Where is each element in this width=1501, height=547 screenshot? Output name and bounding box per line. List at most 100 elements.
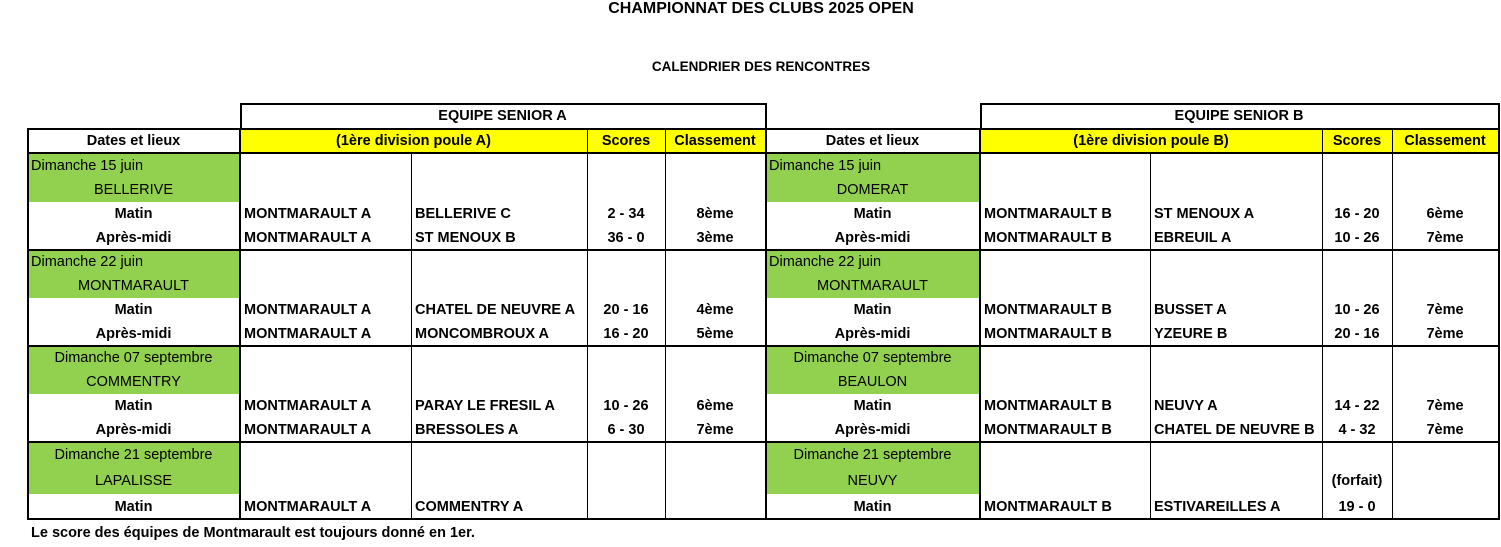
match-score: 10 - 26: [603, 398, 649, 414]
border: [765, 249, 1500, 251]
match-away-team: CHATEL DE NEUVRE B: [1154, 422, 1315, 438]
match-rank: [665, 494, 765, 519]
day-date: Dimanche 21 septembre: [765, 442, 980, 468]
match-away-team: EBREUIL A: [1154, 230, 1232, 246]
border: [980, 103, 982, 128]
match-home-team: MONTMARAULT A: [244, 498, 372, 515]
match-rank: 6ème: [696, 398, 734, 414]
day-place: LAPALISSE: [27, 468, 240, 494]
border: [27, 128, 767, 130]
match-rank: 3ème: [696, 230, 734, 246]
footnote: Le score des équipes de Montmarault est …: [31, 525, 475, 541]
match-home-team: MONTMARAULT A: [244, 302, 372, 318]
match-slot: Matin: [853, 398, 892, 414]
match-home-team: MONTMARAULT B: [984, 326, 1112, 342]
border: [1150, 153, 1151, 519]
match-slot: Matin: [114, 302, 153, 318]
day-place: BEAULON: [765, 370, 980, 394]
match-score: 20 - 16: [603, 302, 649, 318]
match-home-team: MONTMARAULT B: [984, 498, 1112, 515]
match-slot: Après-midi: [834, 230, 911, 246]
match-home-team: MONTMARAULT A: [244, 206, 372, 222]
day-place: NEUVY: [765, 468, 980, 494]
border: [27, 518, 767, 520]
border: [765, 518, 1500, 520]
match-rank: 7ème: [1426, 230, 1464, 246]
match-score: 19 - 0: [1338, 498, 1376, 515]
border: [1392, 128, 1393, 519]
match-rank: 7ème: [1426, 422, 1464, 438]
border: [665, 128, 666, 519]
match-slot: Matin: [853, 302, 892, 318]
match-slot: Matin: [853, 498, 892, 515]
border: [1322, 128, 1323, 519]
match-slot: Après-midi: [834, 326, 911, 342]
match-rank: 6ème: [1426, 206, 1464, 222]
match-score: [587, 494, 665, 519]
match-away-team: PARAY LE FRESIL A: [415, 398, 555, 414]
match-home-team: MONTMARAULT A: [244, 326, 372, 342]
match-rank: 7ème: [1426, 398, 1464, 414]
match-home-team: MONTMARAULT B: [984, 206, 1112, 222]
match-slot: Matin: [114, 206, 153, 222]
day-place: DOMERAT: [765, 178, 980, 202]
match-slot: Matin: [853, 206, 892, 222]
match-slot: Après-midi: [95, 422, 172, 438]
match-score: 16 - 20: [1334, 206, 1380, 222]
border: [27, 345, 767, 347]
page-title: CHAMPIONNAT DES CLUBS 2025 OPEN: [608, 0, 914, 17]
border: [979, 128, 981, 519]
header-division: (1ère division poule A): [240, 128, 587, 153]
match-away-team: BELLERIVE C: [415, 206, 511, 222]
match-score: 4 - 32: [1338, 422, 1376, 438]
border: [765, 128, 767, 519]
match-away-team: NEUVY A: [1154, 398, 1218, 414]
match-rank: 8ème: [696, 206, 734, 222]
border: [239, 128, 241, 519]
border: [765, 345, 1500, 347]
header-classement: Classement: [1392, 128, 1498, 153]
match-home-team: MONTMARAULT B: [984, 398, 1112, 414]
day-place: MONTMARAULT: [27, 274, 240, 298]
match-away-team: COMMENTRY A: [415, 498, 524, 515]
match-rank: 7ème: [1426, 326, 1464, 342]
match-slot: Matin: [114, 398, 153, 414]
border: [27, 249, 767, 251]
match-score: 16 - 20: [603, 326, 649, 342]
match-home-team: MONTMARAULT A: [244, 422, 372, 438]
match-rank: [1392, 494, 1498, 519]
team-name: EQUIPE SENIOR A: [438, 107, 567, 124]
border: [765, 152, 1500, 154]
match-slot: Après-midi: [834, 422, 911, 438]
match-away-team: YZEURE B: [1154, 326, 1228, 342]
day-place: COMMENTRY: [27, 370, 240, 394]
day-date: Dimanche 15 juin: [27, 153, 240, 178]
match-score: 14 - 22: [1334, 398, 1380, 414]
match-away-team: MONCOMBROUX A: [415, 326, 549, 342]
match-score: 10 - 26: [1334, 230, 1380, 246]
header-classement: Classement: [665, 128, 765, 153]
day-place: BELLERIVE: [27, 178, 240, 202]
score-note: (forfait): [1331, 473, 1383, 489]
match-home-team: MONTMARAULT B: [984, 422, 1112, 438]
header-scores: Scores: [1322, 128, 1392, 153]
day-date: Dimanche 15 juin: [765, 153, 980, 178]
match-away-team: ST MENOUX A: [1154, 206, 1255, 222]
border: [1498, 103, 1500, 128]
border: [240, 103, 767, 105]
match-score: 36 - 0: [607, 230, 645, 246]
match-home-team: MONTMARAULT B: [984, 230, 1112, 246]
match-score: 6 - 30: [607, 422, 645, 438]
day-date: Dimanche 21 septembre: [27, 442, 240, 468]
match-slot: Après-midi: [95, 326, 172, 342]
header-scores: Scores: [587, 128, 665, 153]
border: [587, 128, 588, 519]
match-score: 2 - 34: [607, 206, 645, 222]
day-date: Dimanche 22 juin: [765, 250, 980, 274]
border: [1498, 128, 1500, 519]
border: [765, 128, 1500, 130]
border: [27, 441, 767, 443]
border: [765, 103, 767, 128]
match-away-team: ESTIVAREILLES A: [1154, 498, 1281, 515]
match-away-team: BUSSET A: [1154, 302, 1227, 318]
